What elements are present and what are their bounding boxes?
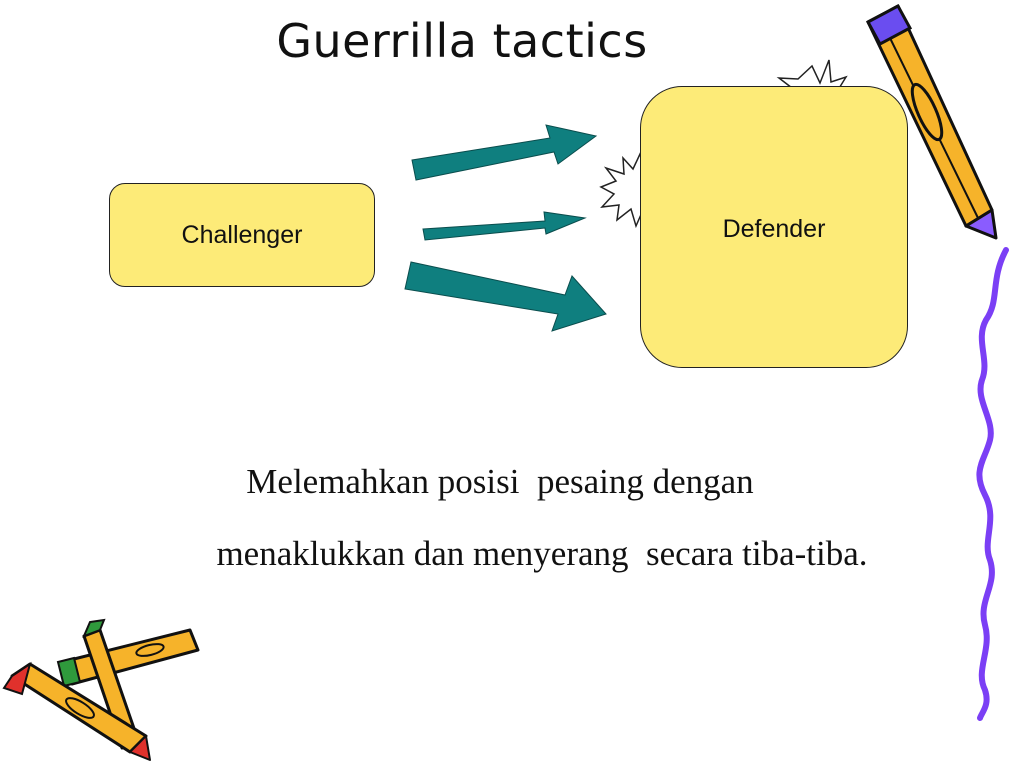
caption-line-2: menaklukkan dan menyerang secara tiba-ti… (216, 534, 868, 573)
arrow-icon (422, 211, 587, 241)
challenger-label: Challenger (181, 220, 303, 249)
pencil-icon (865, 3, 998, 240)
defender-label: Defender (722, 215, 826, 243)
arrow-icon (411, 124, 598, 181)
arrow-icon (404, 261, 607, 332)
slide-title: Guerrilla tactics (276, 14, 648, 68)
caption-line-1: Melemahkan posisi pesaing dengan (246, 462, 754, 501)
defender-box: Defender (640, 86, 908, 368)
crossed-pencils-icon (2, 618, 200, 761)
challenger-box: Challenger (109, 183, 375, 287)
squiggle-border (976, 247, 1009, 721)
